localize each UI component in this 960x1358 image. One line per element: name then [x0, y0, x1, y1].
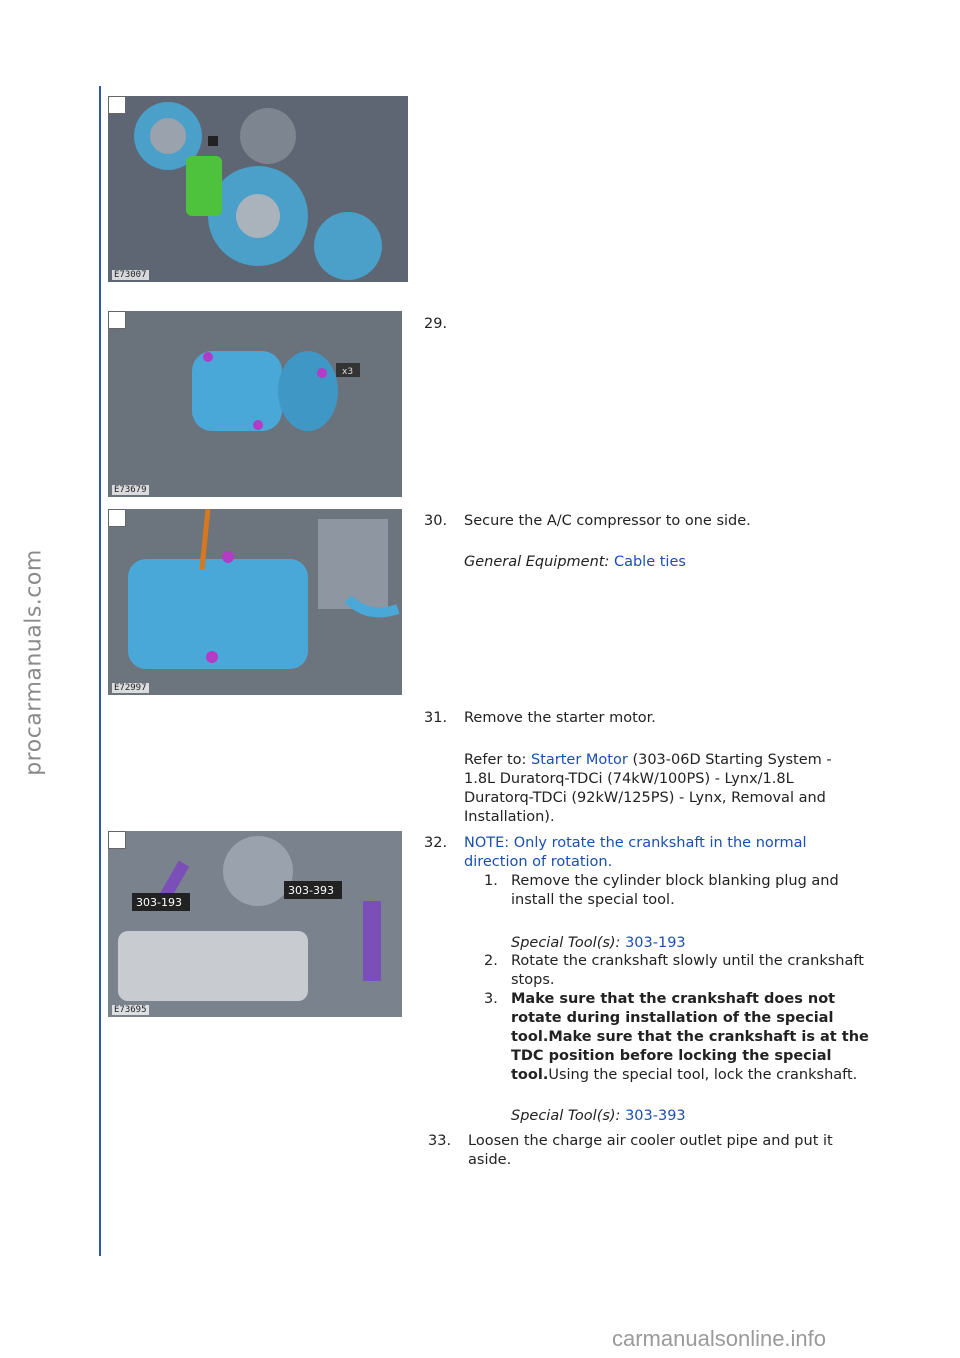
figure-code: E73007: [112, 270, 149, 280]
substep-number: 2.: [484, 953, 498, 969]
reference-text: Duratorq-TDCi (92kW/125PS) - Lynx, Remov…: [464, 790, 826, 806]
footer-watermark: carmanualsonline.info: [612, 1326, 827, 1351]
substep-text: Remove the cylinder block blanking plug …: [511, 873, 839, 889]
warning-text: TDC position before locking the special: [511, 1048, 832, 1064]
tool-tag-2: 303-393: [288, 884, 334, 897]
step-number: 33.: [428, 1133, 452, 1149]
note-text: direction of rotation.: [464, 854, 613, 870]
reference-link[interactable]: Starter Motor: [531, 752, 628, 768]
step-text: Remove the starter motor.: [464, 710, 656, 726]
figure-image-2[interactable]: x3 E73679: [108, 311, 402, 497]
left-rule: [99, 86, 101, 1256]
figure-code: E73679: [112, 485, 149, 495]
special-tool-link[interactable]: 303-193: [625, 935, 686, 951]
ac-compressor-illustration: [108, 509, 402, 695]
warning-text: rotate during installation of the specia…: [511, 1010, 834, 1026]
note-text: NOTE: Only rotate the crankshaft in the …: [464, 835, 807, 851]
step-text: aside.: [468, 1152, 512, 1168]
equipment-line: General Equipment: Cable ties: [464, 553, 686, 572]
reference-label: Refer to:: [464, 752, 527, 768]
special-tool-link[interactable]: 303-393: [625, 1108, 686, 1124]
figure-code: E73695: [112, 1005, 149, 1015]
zoom-icon[interactable]: [108, 311, 126, 329]
step-number: 32.: [424, 835, 448, 851]
special-tool-label: Special Tool(s):: [511, 1108, 621, 1124]
step-text: Loosen the charge air cooler outlet pipe…: [468, 1133, 833, 1149]
substep-number: 1.: [484, 873, 498, 889]
compressor-illustration: x3: [108, 311, 402, 497]
callout-label: x3: [342, 367, 353, 377]
equipment-label: General Equipment:: [464, 554, 610, 570]
reference-text: Installation).: [464, 809, 555, 825]
zoom-icon[interactable]: [108, 96, 126, 114]
substep-text: install the special tool.: [511, 892, 675, 908]
warning-text: Make sure that the crankshaft does not: [511, 991, 836, 1007]
side-watermark: procarmanuals.com: [21, 549, 47, 776]
zoom-icon[interactable]: [108, 831, 126, 849]
substep-text: stops.: [511, 972, 555, 988]
special-tool-line: Special Tool(s): 303-393: [511, 1107, 686, 1126]
substep-line: tool.Using the special tool, lock the cr…: [511, 1066, 873, 1085]
figure-image-4[interactable]: 303-193 303-393 E73695: [108, 831, 402, 1017]
figure-image-3[interactable]: E72997: [108, 509, 402, 695]
reference-line: Refer to: Starter Motor (303-06D Startin…: [464, 751, 832, 770]
special-tool-line: Special Tool(s): 303-193: [511, 934, 686, 953]
substep-number: 3.: [484, 991, 498, 1007]
warning-text: tool.Make sure that the crankshaft is at…: [511, 1029, 869, 1045]
starter-illustration: 303-193 303-393: [108, 831, 402, 1017]
engine-illustration: [108, 96, 408, 282]
reference-text: 1.8L Duratorq-TDCi (74kW/100PS) - Lynx/1…: [464, 771, 794, 787]
step-text: Secure the A/C compressor to one side.: [464, 513, 751, 529]
figure-code: E72997: [112, 683, 149, 693]
special-tool-label: Special Tool(s):: [511, 935, 621, 951]
reference-text: (303-06D Starting System -: [632, 752, 832, 768]
warning-text: tool.: [511, 1067, 549, 1083]
substep-text: Rotate the crankshaft slowly until the c…: [511, 953, 864, 969]
equipment-link[interactable]: Cable ties: [613, 554, 686, 570]
figure-image-1[interactable]: E73007: [108, 96, 408, 282]
step-number: 31.: [424, 710, 448, 726]
tool-tag-1: 303-193: [136, 896, 182, 909]
substep-text: Using the special tool, lock the cranksh…: [548, 1067, 858, 1083]
step-number: 30.: [424, 513, 448, 529]
zoom-icon[interactable]: [108, 509, 126, 527]
step-number: 29.: [424, 316, 448, 332]
